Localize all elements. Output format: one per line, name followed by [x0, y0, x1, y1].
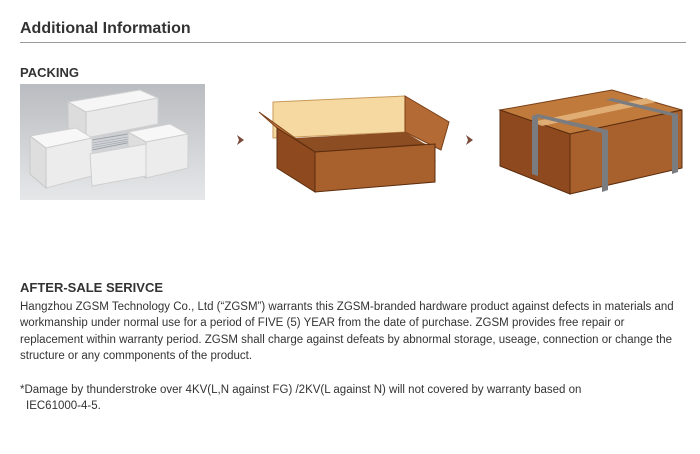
warranty-note-line2: IEC61000-4-5.: [26, 400, 101, 413]
warranty-note: *Damage by thunderstroke over 4KV(L,N ag…: [20, 382, 690, 415]
warranty-paragraph: Hangzhou ZGSM Technology Co., Ltd (“ZGSM…: [20, 301, 674, 362]
after-sale-heading: AFTER-SALE SERIVCE: [20, 280, 164, 295]
packing-heading: PACKING: [20, 65, 79, 80]
title-divider: [20, 42, 686, 43]
chevron-right-icon: [237, 135, 244, 145]
chevron-right-icon: [466, 135, 473, 145]
section-title: Additional Information: [20, 20, 191, 37]
sealed-carton-box-icon: [498, 89, 683, 195]
foam-packing-icon: [20, 84, 205, 200]
open-carton-box-icon: [258, 95, 450, 193]
warranty-note-line1: *Damage by thunderstroke over 4KV(L,N ag…: [20, 384, 582, 396]
